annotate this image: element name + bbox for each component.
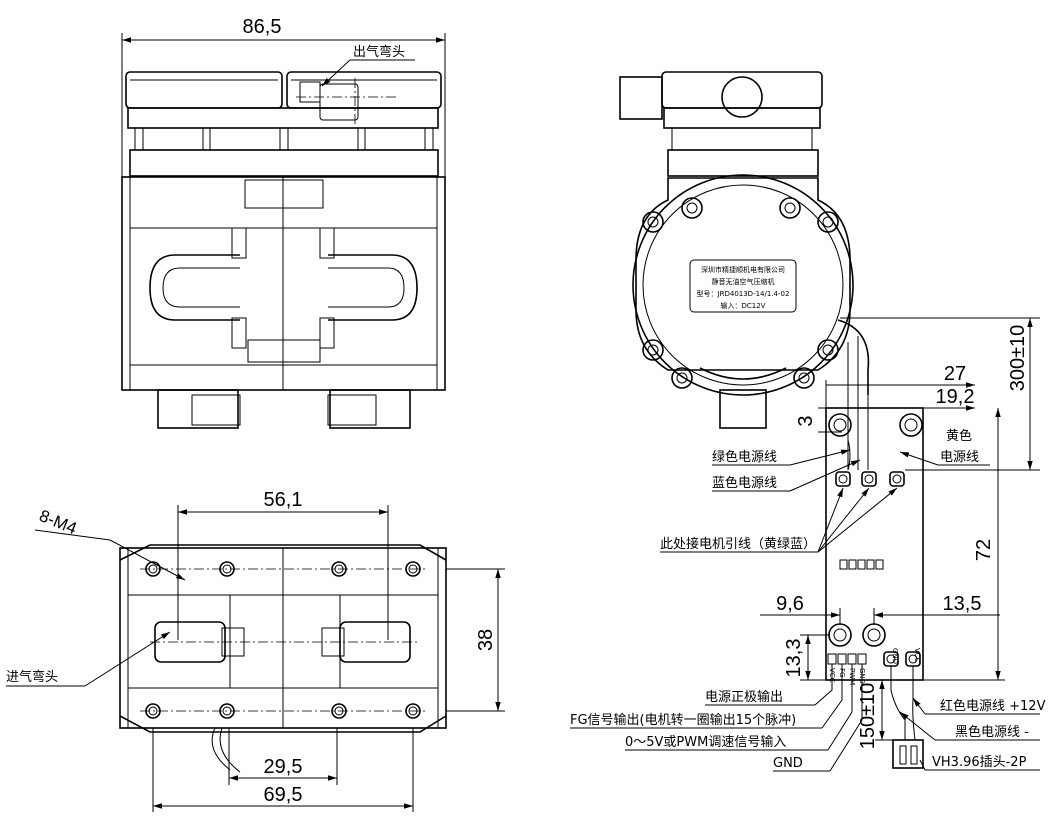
red-wire-label: 红色电源线 +12V [940,698,1046,714]
side-view: 深圳市精捷顺机电有限公司 静音无油空气压缩机 型号：JRD4013D-14/1.… [570,71,1046,772]
outlet-elbow-label: 出气弯头 [353,44,405,60]
pcb-mount-hole [862,623,886,647]
nameplate-model: 型号：JRD4013D-14/1.4-02 [697,289,790,298]
pcb-mount-hole [828,623,852,647]
dim-9-6: 9,6 [776,593,804,615]
connector-label: VH3.96插头-2P [932,755,1027,770]
nameplate-company: 深圳市精捷顺机电有限公司 [701,265,785,274]
dim-cable-300: 300±10 [1007,325,1029,392]
dim-72: 72 [973,539,995,561]
motor-leads-label: 此处接电机引线（黄绿蓝） [660,536,816,552]
dim-inner-width: 56,1 [264,489,303,511]
nameplate-product: 静音无油空气压缩机 [712,277,775,286]
power-positive-label: 电源正极输出 [705,689,783,705]
pcb [825,407,924,681]
yellow-wire-label-1: 黄色 [946,428,972,444]
green-wire-label: 绿色电源线 [712,449,777,465]
motor-lead-pad [861,471,877,487]
pad-label-vcc: VCC [913,648,921,663]
dim-top-width: 86,5 [243,16,282,38]
pcb-mount-hole [899,413,923,437]
front-view: 86,5 出气弯头 [121,16,446,429]
blue-wire-label: 蓝色电源线 [712,475,777,491]
dim-29-5: 29,5 [264,756,303,778]
dim-38: 38 [475,629,497,651]
lug [779,197,801,219]
vh396-connector [892,739,924,769]
black-wire-label: 黑色电源线 - [955,724,1029,740]
lug [793,367,815,389]
pad-label-gnd: GND [891,648,899,664]
pcb-mount-hole [828,413,852,437]
nameplate [689,259,797,313]
dim-150: 150±10 [857,683,879,750]
motor-lead-pad [835,471,851,487]
lug [642,211,664,233]
dim-27: 27 [944,363,966,385]
fg-signal-label: FG信号输出(电机转一圈输出15个脉冲) [570,712,796,728]
pwm-input-label: 0～5V或PWM调速信号输入 [625,734,786,750]
inlet-elbow-label: 进气弯头 [6,669,58,685]
dim-13-5: 13,5 [943,593,982,615]
dim-19-2: 19,2 [936,386,975,408]
lug [671,367,693,389]
dim-3: 3 [795,415,817,426]
yellow-wire-label-2: 电源线 [940,450,979,465]
gnd-label: GND [773,756,803,771]
motor-lead-pad [889,471,905,487]
lug [642,339,664,361]
lug [817,339,839,361]
lug [681,197,703,219]
dim-13-3: 13,3 [783,639,805,678]
lug [817,211,839,233]
top-view: 56,1 8-M4 进气弯头 [6,489,505,812]
dim-69-5: 69,5 [264,784,303,806]
nameplate-input: 输入：DC12V [721,301,766,310]
